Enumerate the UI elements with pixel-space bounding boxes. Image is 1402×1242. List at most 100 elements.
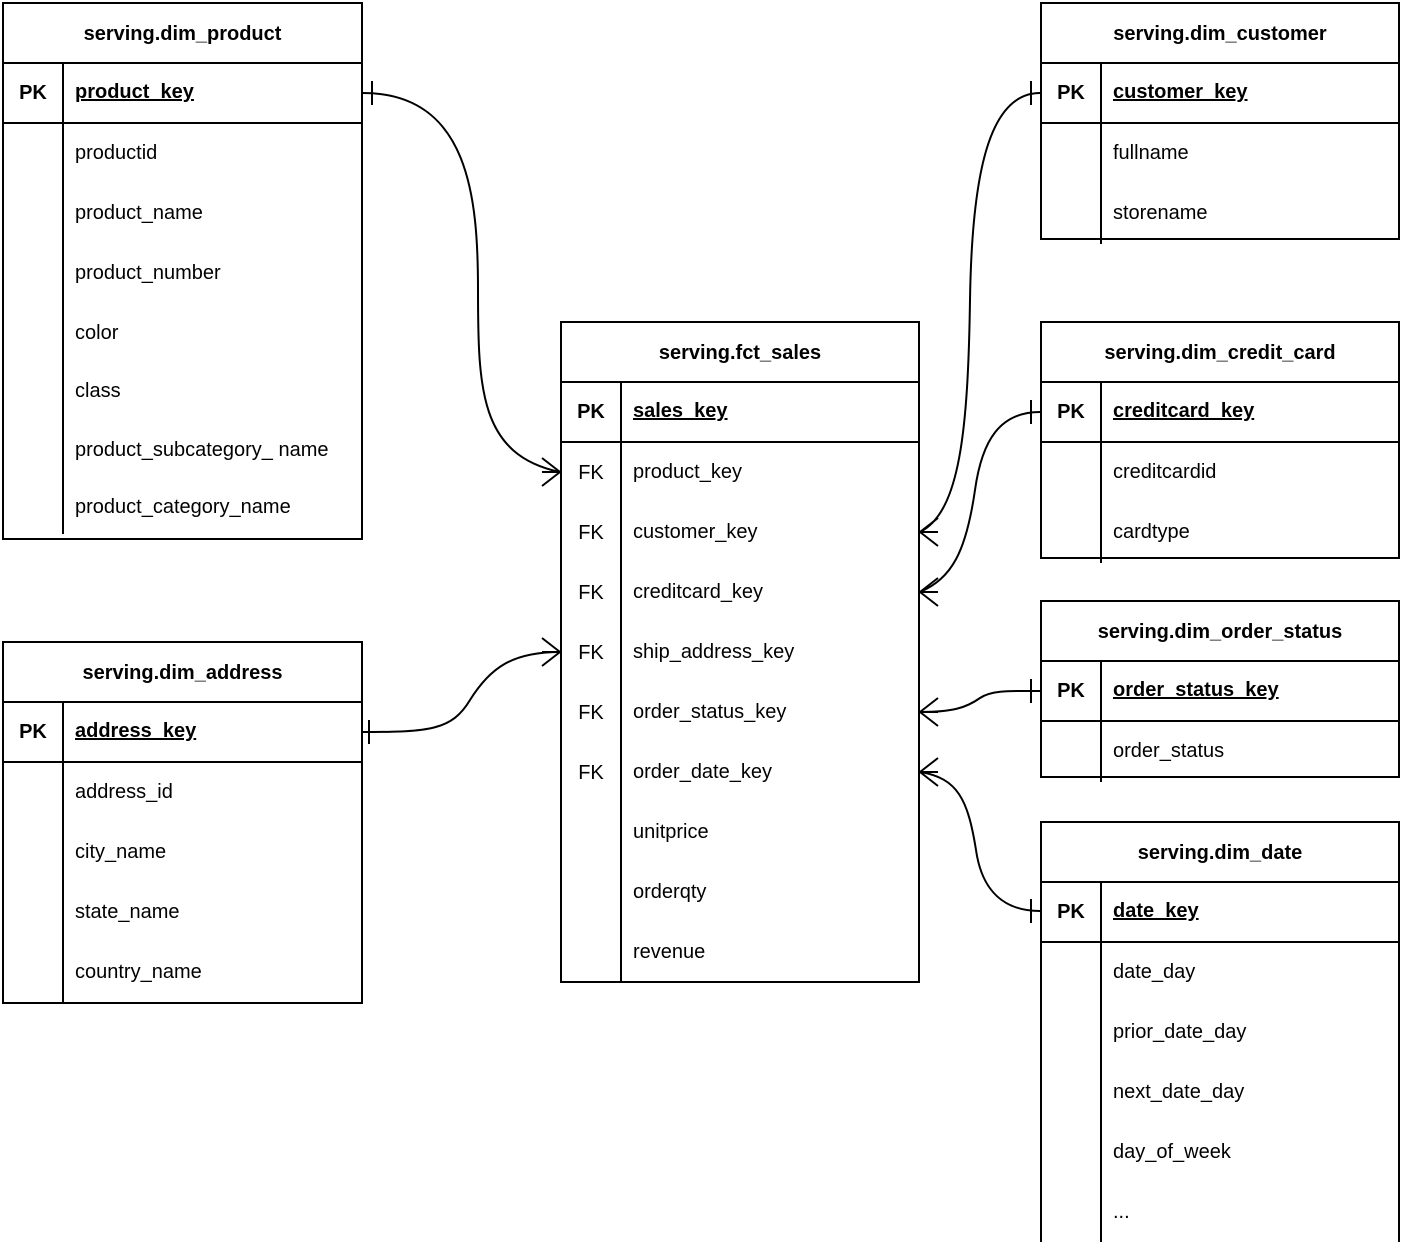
column-storename: storename [1113,202,1208,225]
column-row: day_of_week [1042,1123,1398,1183]
key-badge-empty [1042,443,1102,503]
column-row: prior_date_day [1042,1003,1398,1063]
column-fullname: fullname [1113,142,1189,165]
fk-badge: FK [562,743,622,803]
column-order-status-key: order_status_key [633,701,787,724]
column-customer-key: customer_key [1113,81,1248,104]
column-row: orderqty [562,863,918,923]
key-badge-empty [4,124,64,184]
column-next-date-day: next_date_day [1113,1081,1245,1104]
column-row: revenue [562,923,918,983]
entity-dim-date-title: serving.dim_date [1042,823,1398,883]
entity-dim-date[interactable]: serving.dim_date PK date_key date_day pr… [1040,821,1400,1242]
key-badge-empty [4,304,64,364]
column-prior-date-day: prior_date_day [1113,1021,1247,1044]
key-badge-empty [562,803,622,863]
pk-badge: PK [1042,383,1102,441]
entity-dim-product[interactable]: serving.dim_product PK product_key produ… [2,2,363,540]
relationship-creditcard-line [919,411,1041,593]
key-badge-empty [562,923,622,983]
column-orderqty: orderqty [633,881,707,904]
entity-dim-order-status[interactable]: serving.dim_order_status PK order_status… [1040,600,1400,782]
key-badge-empty [562,863,622,923]
key-badge-empty [1042,184,1102,244]
column-product-category-name: product_category_name [75,496,291,519]
key-badge-empty [1042,1123,1102,1183]
entity-dim-address-title: serving.dim_address [4,643,361,703]
column-date-key: date_key [1113,900,1199,923]
key-badge-empty [4,763,64,823]
entity-dim-address[interactable]: serving.dim_address PK address_key addre… [2,641,363,1004]
column-row: ... [1042,1183,1398,1242]
column-row: creditcardid [1042,443,1398,503]
relationship-customer [919,81,1041,547]
fk-badge: FK [562,443,622,503]
relationship-date-line [919,771,1041,912]
column-row: state_name [4,883,361,943]
relationship-orderstatus-crowsfoot [919,697,939,727]
entity-dim-customer-title: serving.dim_customer [1042,4,1398,64]
key-badge-empty [4,482,64,534]
column-address-id: address_id [75,781,173,804]
column-row: product_subcategory_ name [4,420,361,482]
relationship-product-crowsfoot [541,457,561,487]
column-row: order_status [1042,722,1398,782]
entity-dim-customer[interactable]: serving.dim_customer PK customer_key ful… [1040,2,1400,244]
relationship-creditcard-crowsfoot [919,577,939,607]
column-row: FK order_status_key [562,683,918,743]
entity-fct-sales[interactable]: serving.fct_sales PK sales_key FK produc… [560,321,920,983]
column-cardtype: cardtype [1113,521,1190,544]
entity-fct-sales-title: serving.fct_sales [562,323,918,383]
pk-badge: PK [4,703,64,761]
entity-dim-credit-card-pk-row: PK creditcard_key [1042,383,1398,443]
key-badge-empty [1042,124,1102,184]
column-creditcard-key: creditcard_key [1113,400,1255,423]
column-ellipsis: ... [1113,1201,1130,1224]
column-state-name: state_name [75,901,180,924]
column-city-name: city_name [75,841,167,864]
relationship-orderstatus-line [919,689,1041,713]
column-product-number: product_number [75,262,221,285]
pk-badge: PK [562,383,622,441]
fk-badge: FK [562,623,622,683]
column-row: cardtype [1042,503,1398,563]
entity-fct-sales-pk-row: PK sales_key [562,383,918,443]
column-product-key: product_key [633,461,742,484]
column-product-key: product_key [75,81,194,104]
relationship-customer-crowsfoot [919,517,939,547]
entity-dim-address-pk-row: PK address_key [4,703,361,763]
relationship-address-line [362,651,561,733]
pk-badge: PK [1042,64,1102,122]
key-badge-empty [4,364,64,420]
column-creditcardid: creditcardid [1113,461,1217,484]
entity-dim-date-pk-row: PK date_key [1042,883,1398,943]
column-row: productid [4,124,361,184]
pk-badge: PK [4,64,64,122]
key-badge-empty [1042,1183,1102,1242]
column-customer-key: customer_key [633,521,758,544]
column-date-day: date_day [1113,961,1196,984]
column-row: storename [1042,184,1398,244]
column-ship-address-key: ship_address_key [633,641,795,664]
column-row: address_id [4,763,361,823]
relationship-product-line [362,92,561,473]
column-row: product_number [4,244,361,304]
column-row: FK customer_key [562,503,918,563]
column-revenue: revenue [633,941,706,964]
entity-dim-credit-card[interactable]: serving.dim_credit_card PK creditcard_ke… [1040,321,1400,563]
relationship-orderstatus [919,679,1041,727]
column-day-of-week: day_of_week [1113,1141,1231,1164]
column-order-status-key: order_status_key [1113,679,1279,702]
pk-badge: PK [1042,883,1102,941]
column-row: unitprice [562,803,918,863]
key-badge-empty [4,244,64,304]
column-productid: productid [75,142,158,165]
entity-dim-order-status-title: serving.dim_order_status [1042,602,1398,662]
column-order-date-key: order_date_key [633,761,772,784]
key-badge-empty [1042,722,1102,782]
key-badge-empty [1042,943,1102,1003]
column-unitprice: unitprice [633,821,709,844]
entity-dim-customer-pk-row: PK customer_key [1042,64,1398,124]
column-creditcard-key: creditcard_key [633,581,764,604]
